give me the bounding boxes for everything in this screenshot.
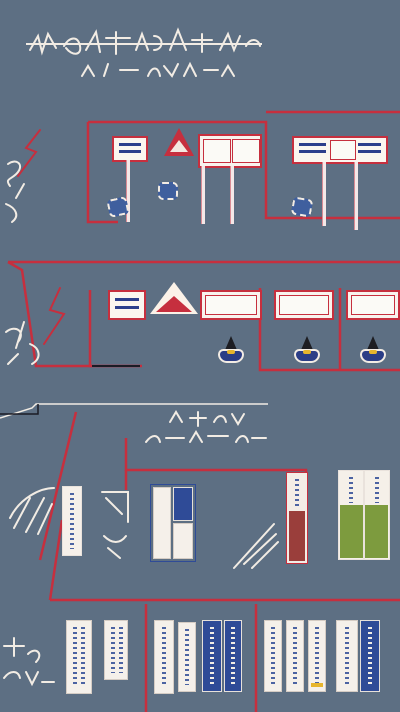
sign-box bbox=[108, 290, 146, 320]
window-frame bbox=[346, 290, 400, 320]
bottom-grid-blue bbox=[360, 620, 380, 692]
badge-icon bbox=[158, 182, 178, 200]
warning-triangle-band bbox=[156, 296, 192, 312]
bottom-grid bbox=[286, 620, 304, 692]
hanging-lamp-icon bbox=[360, 336, 386, 366]
window-post-left bbox=[201, 166, 205, 224]
bottom-grid bbox=[308, 620, 326, 692]
sign-box-wide bbox=[292, 136, 388, 164]
bottom-grid bbox=[264, 620, 282, 692]
mid-scribble bbox=[145, 410, 267, 443]
window-frame bbox=[198, 134, 262, 168]
bottom-grid-blue bbox=[202, 620, 222, 692]
left-scribble-2 bbox=[5, 287, 66, 365]
sign-pole bbox=[322, 162, 326, 226]
sign-box bbox=[112, 136, 148, 162]
bottom-grid bbox=[104, 620, 128, 680]
window-post-right bbox=[230, 166, 234, 224]
left-scribble-3 bbox=[9, 487, 55, 535]
brick-panel bbox=[286, 472, 308, 564]
bottom-grid-blue bbox=[224, 620, 242, 692]
green-panel bbox=[338, 470, 390, 560]
window-frame bbox=[200, 290, 262, 320]
header-scribble bbox=[29, 27, 261, 78]
sign-pole bbox=[354, 162, 358, 230]
sign-pole bbox=[126, 160, 130, 222]
left-scribble-4 bbox=[3, 637, 55, 687]
left-scribble-1 bbox=[5, 129, 41, 223]
window-frame bbox=[274, 290, 334, 320]
warning-triangle-inner bbox=[170, 140, 188, 152]
hanging-lamp-icon bbox=[218, 336, 244, 366]
hanging-lamp-icon bbox=[294, 336, 320, 366]
bottom-grid bbox=[178, 622, 196, 692]
bottom-grid bbox=[66, 620, 92, 694]
split-panel bbox=[150, 484, 196, 562]
bottom-grid bbox=[336, 620, 358, 692]
tall-panel bbox=[62, 486, 82, 556]
panel-scribble bbox=[101, 491, 129, 559]
bottom-grid bbox=[154, 620, 174, 694]
arrow-scribble bbox=[233, 523, 279, 569]
badge-icon bbox=[290, 196, 314, 218]
